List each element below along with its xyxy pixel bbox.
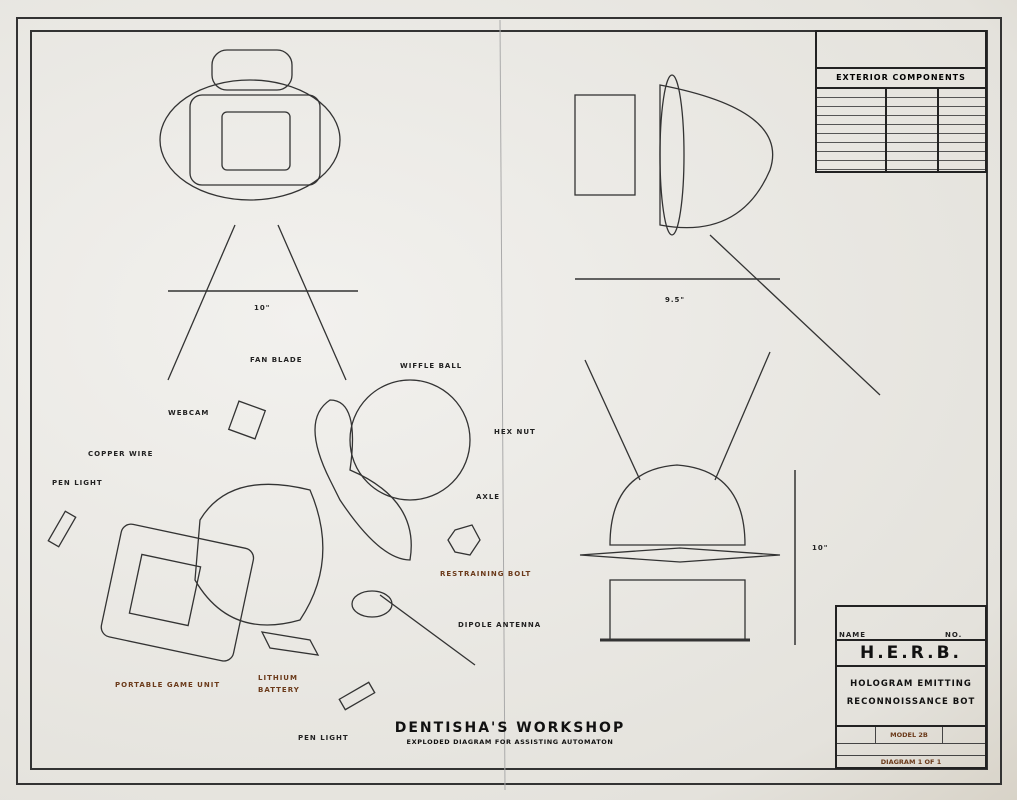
label-fan-blade: Fan Blade: [250, 356, 303, 364]
label-wiffle-ball: Wiffle Ball: [400, 362, 463, 370]
workshop-subtitle: Exploded diagram for assisting automaton: [406, 738, 614, 746]
table-divider: [937, 87, 939, 171]
row-divider: [837, 755, 985, 756]
front-view-sketch: [159, 49, 358, 381]
bot-name: H.E.R.B.: [837, 639, 985, 667]
table-divider: [885, 87, 887, 171]
label-pen-light: Pen Light: [52, 479, 103, 487]
side-view-sketch: [574, 74, 881, 396]
model-number: Model 2B: [875, 727, 943, 743]
exploded-parts-sketch: [47, 379, 481, 711]
label-pen-light-2: Pen Light: [298, 734, 349, 742]
label-lithium-battery: Lithium Battery: [258, 674, 300, 694]
model-row: Model 2B: [837, 725, 985, 744]
label-copper-wire: Copper Wire: [88, 450, 154, 458]
label-webcam: Webcam: [168, 409, 210, 417]
table-rows: [817, 89, 985, 171]
label-portable-game-unit: Portable Game Unit: [115, 681, 221, 689]
description-line-1: Hologram Emitting: [850, 679, 972, 689]
height-dimension: 10": [812, 544, 829, 552]
label-dipole-antenna: Dipole Antenna: [458, 621, 542, 629]
label-hex-nut: Hex Nut: [494, 428, 536, 436]
label-restraining-bolt: Restraining Bolt: [440, 570, 532, 578]
no-label: No.: [945, 631, 963, 639]
side-width-dimension: 9.5": [665, 296, 686, 304]
description-line-2: Reconnoissance Bot: [846, 697, 976, 707]
title-block: Name No. H.E.R.B. Hologram Emitting Reco…: [835, 605, 987, 769]
exterior-components-title: Exterior Components: [817, 67, 985, 89]
name-label: Name: [839, 631, 867, 639]
label-axle: Axle: [476, 493, 501, 501]
diagram-count: Diagram 1 of 1: [880, 758, 942, 766]
rear-view-sketch: [579, 351, 796, 645]
front-width-dimension: 10": [254, 304, 271, 312]
workshop-title: Dentisha's Workshop: [394, 720, 626, 736]
exterior-components-table: Exterior Components: [815, 30, 987, 173]
fold-crease: [499, 19, 506, 791]
